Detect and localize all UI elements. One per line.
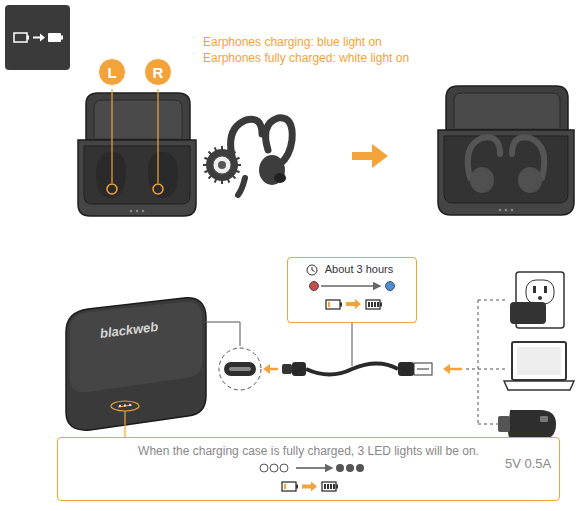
process-arrow <box>352 144 388 168</box>
side-badge: L <box>98 58 126 86</box>
side-badge: R <box>144 58 172 86</box>
side-letter: L <box>107 65 116 80</box>
clock-icon <box>306 264 318 276</box>
power-rating: 5V 0.5A <box>505 456 551 471</box>
wall-outlet <box>510 272 564 328</box>
led-indicator <box>234 460 384 496</box>
side-letter: R <box>153 65 164 80</box>
open-case-loaded <box>438 86 574 215</box>
brand-logo: blackweb <box>99 319 159 341</box>
mode-icon <box>5 5 70 70</box>
status-note: Earphones charging: blue light on <box>203 35 382 49</box>
timer-box: About 3 hours <box>287 257 417 323</box>
duration-text: About 3 hours <box>294 263 410 275</box>
earphones <box>203 118 292 195</box>
note-box: When the charging case is fully charged,… <box>57 437 560 501</box>
laptop <box>504 342 574 390</box>
charge-indicator <box>296 277 408 317</box>
usb-c-port <box>219 348 278 390</box>
note-text: When the charging case is fully charged,… <box>68 444 549 458</box>
car-charger <box>498 410 556 440</box>
open-case <box>78 89 196 216</box>
status-note: Earphones fully charged: white light on <box>203 51 409 65</box>
closed-case <box>66 298 240 437</box>
